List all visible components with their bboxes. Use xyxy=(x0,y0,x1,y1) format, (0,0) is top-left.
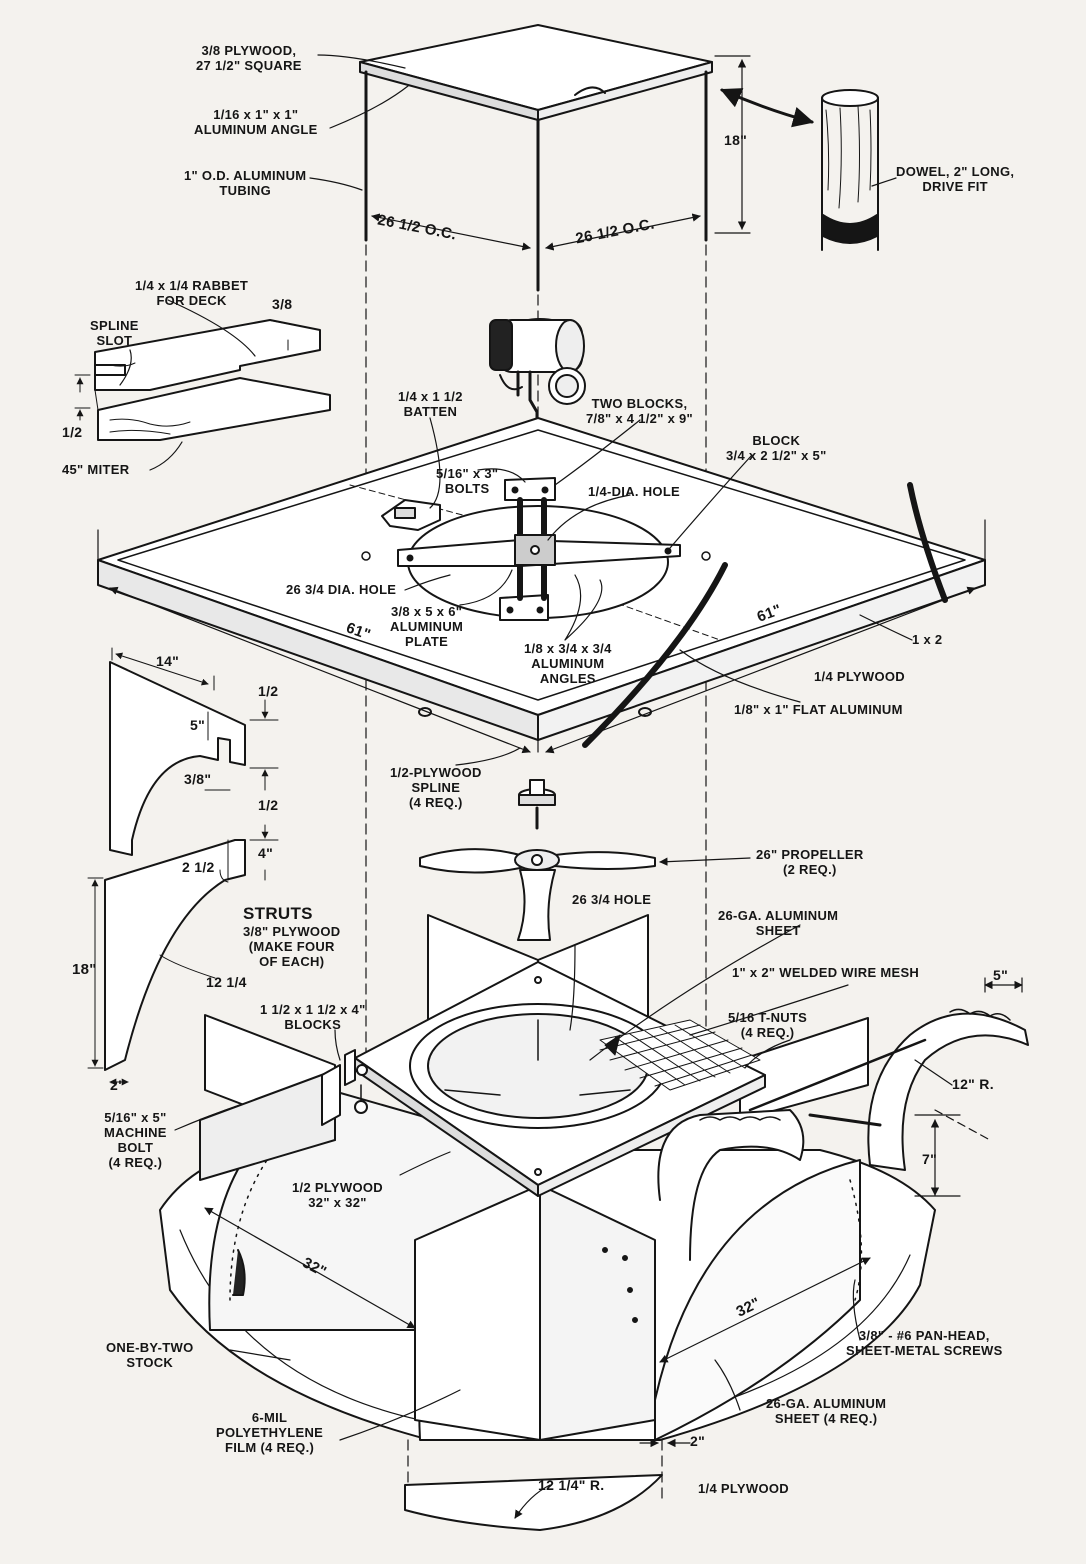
dim-2-strut: 2" xyxy=(110,1077,126,1093)
struts-title: STRUTS xyxy=(243,904,313,923)
aluminum-sheet-top-label: 26-GA. ALUMINUM SHEET xyxy=(718,908,839,938)
handles xyxy=(657,1008,1029,1261)
hub xyxy=(518,779,556,830)
two-blocks-label: TWO BLOCKS, 7/8" x 4 1/2" x 9" xyxy=(586,396,694,426)
dim-14: 14" xyxy=(156,653,180,669)
aluminum-tubing-label: 1" O.D. ALUMINUM TUBING xyxy=(184,168,307,198)
dim-12r: 12" R. xyxy=(952,1076,994,1092)
bottom-plywood-label: 1/4 PLYWOOD xyxy=(698,1481,789,1496)
motor-mount-blocks xyxy=(397,477,681,621)
dim-3-8-rabbet: 3/8 xyxy=(272,296,293,312)
dim-18-top: 18" xyxy=(724,132,748,148)
dim-1-2-a: 1/2 xyxy=(258,683,279,699)
quarter-dia-hole-label: 1/4-DIA. HOLE xyxy=(588,484,681,499)
base-bolts xyxy=(321,1049,368,1126)
spline-label: 1/2-PLYWOOD SPLINE (4 REQ.) xyxy=(390,765,482,810)
table-top xyxy=(359,24,713,121)
dim-7: 7" xyxy=(922,1151,938,1167)
dim-5: 5" xyxy=(190,717,206,733)
dim-12-25r: 12 1/4" R. xyxy=(538,1477,605,1493)
table-legs xyxy=(364,70,708,292)
dim-2-5: 2 1/2 xyxy=(182,859,215,875)
strut-lower xyxy=(104,839,246,1071)
block-label: BLOCK 3/4 x 2 1/2" x 5" xyxy=(726,433,827,463)
wire-mesh-label: 1" x 2" WELDED WIRE MESH xyxy=(732,965,920,980)
dowel xyxy=(821,89,897,251)
spline-slot-label: SPLINE SLOT xyxy=(90,318,139,348)
propeller-label: 26" PROPELLER (2 REQ.) xyxy=(756,847,864,877)
dim-2-bottom: 2" xyxy=(690,1433,706,1449)
struts-description: 3/8" PLYWOOD (MAKE FOUR OF EACH) xyxy=(243,924,341,969)
dim-12-25: 12 1/4 xyxy=(206,974,247,990)
wire-mesh xyxy=(599,1019,761,1091)
batten-label: 1/4 x 1 1/2 BATTEN xyxy=(398,389,463,419)
machine-bolt-label: 5/16" x 5" MACHINE BOLT (4 REQ.) xyxy=(104,1110,167,1170)
dim-18-strut: 18" xyxy=(72,961,97,978)
rabbet-label: 1/4 x 1/4 RABBET FOR DECK xyxy=(135,278,249,308)
blocks-base-label: 1 1/2 x 1 1/2 x 4" BLOCKS xyxy=(260,1002,366,1032)
dim-3-8: 3/8" xyxy=(184,771,212,787)
strut-upper xyxy=(109,661,246,856)
polyethylene-label: 6-MIL POLYETHYLENE FILM (4 REQ.) xyxy=(216,1410,324,1455)
propeller xyxy=(419,848,751,941)
dim-5-handle: 5" xyxy=(993,967,1009,983)
bolts-label: 5/16" x 3" BOLTS xyxy=(436,466,499,496)
dowel-label: DOWEL, 2" LONG, DRIVE FIT xyxy=(896,164,1015,194)
aluminum-sheet-bottom-label: 26-GA. ALUMINUM SHEET (4 REQ.) xyxy=(766,1396,887,1426)
base-hole-label: 26 3/4 HOLE xyxy=(572,892,652,907)
aluminum-angles-label: 1/8 x 3/4 x 3/4 ALUMINUM ANGLES xyxy=(524,641,612,686)
dim-1-2-rabbet: 1/2 xyxy=(62,424,83,440)
flat-aluminum-straps xyxy=(361,482,948,748)
aluminum-angle-label: 1/16 x 1" x 1" ALUMINUM ANGLE xyxy=(194,107,318,137)
deck-plywood-label: 1/4 PLYWOOD xyxy=(814,669,905,684)
corner-piece xyxy=(404,1474,663,1531)
base-plate xyxy=(354,961,766,1197)
one-by-two-label: 1 x 2 xyxy=(912,632,943,647)
one-by-two-stock-label: ONE-BY-TWO STOCK xyxy=(106,1340,194,1370)
miter-label: 45" MITER xyxy=(62,462,130,477)
base-plywood-label: 1/2 PLYWOOD 32" x 32" xyxy=(292,1180,383,1210)
plywood-top-label: 3/8 PLYWOOD, 27 1/2" SQUARE xyxy=(196,43,302,73)
rabbet-detail xyxy=(74,299,331,471)
screws-label: 3/8" - #6 PAN-HEAD, SHEET-METAL SCREWS xyxy=(846,1328,1003,1358)
t-nuts-label: 5/16 T-NUTS (4 REQ.) xyxy=(728,1010,808,1040)
dim-4: 4" xyxy=(258,845,274,861)
deck-hole-label: 26 3/4 DIA. HOLE xyxy=(286,582,397,597)
dim-1-2-b: 1/2 xyxy=(258,797,279,813)
motor xyxy=(489,318,586,432)
aluminum-plate-label: 3/8 x 5 x 6" ALUMINUM PLATE xyxy=(390,604,464,649)
flat-aluminum-label: 1/8" x 1" FLAT ALUMINUM xyxy=(734,702,903,717)
batten xyxy=(381,499,441,531)
